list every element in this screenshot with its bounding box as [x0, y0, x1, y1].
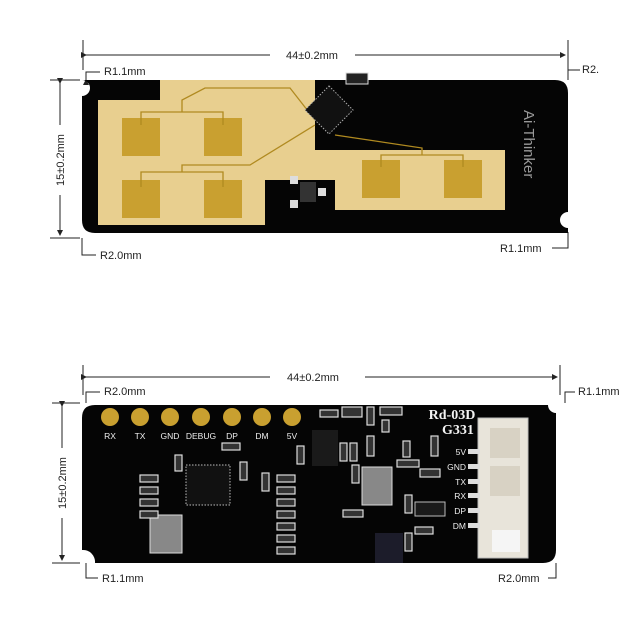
- width-dimension: [81, 365, 561, 395]
- height-dimension: [50, 78, 80, 239]
- bottom-view: 44±0.2mm 15±0.2mm R2.0mm R1.1mm R1.1mm R…: [52, 365, 620, 585]
- radar-ic-chip: [304, 85, 354, 135]
- radius-bottom-right: R2.0mm: [498, 573, 540, 585]
- height-label: 15±0.2mm: [55, 134, 67, 186]
- smd-component: [345, 72, 369, 85]
- transistor-component: [290, 176, 326, 208]
- passive-components: [139, 406, 441, 555]
- width-label: 44±0.2mm: [287, 372, 339, 384]
- crystal-component: [149, 514, 183, 554]
- pad-label: DEBUG: [186, 431, 216, 441]
- pad-label: GND: [161, 431, 180, 441]
- jst-connector: [468, 417, 529, 559]
- width-dimension: [81, 40, 569, 70]
- mcu-chip: [185, 464, 231, 506]
- top-view: 44±0.2mm 15±0.2mm R1.1mm R2. R2.0mm R1.1…: [50, 40, 599, 262]
- regulator-ic: [312, 430, 338, 466]
- radius-top-left: R1.1mm: [104, 66, 146, 78]
- pad-label: RX: [104, 431, 116, 441]
- pad-label: TX: [135, 431, 146, 441]
- connector-pin-label: DP: [454, 506, 466, 516]
- antenna-feed-lines: [140, 87, 464, 187]
- transistor-component: [414, 501, 446, 517]
- connector-pin-label: DM: [453, 521, 466, 531]
- crystal-component: [361, 466, 393, 506]
- pad-label: DM: [255, 431, 268, 441]
- height-label: 15±0.2mm: [57, 457, 69, 509]
- connector-pin-label: RX: [454, 491, 466, 501]
- connector-pin-labels: 5V GND TX RX DP DM: [447, 447, 466, 531]
- radius-bottom-left: R1.1mm: [102, 573, 144, 585]
- connector-pin-label: TX: [455, 477, 466, 487]
- height-dimension: [52, 401, 80, 564]
- antenna-patches: [122, 118, 482, 218]
- test-pads: [101, 408, 301, 426]
- radius-top-right: R1.1mm: [578, 386, 620, 398]
- brand-logo: Ai-Thinker: [520, 110, 537, 178]
- connector-pin-label: 5V: [456, 447, 467, 457]
- width-label: 44±0.2mm: [286, 50, 338, 62]
- pad-label: DP: [226, 431, 238, 441]
- ic-component: [375, 533, 403, 563]
- code-label: G331: [442, 423, 474, 438]
- radius-top-right: R2.: [582, 64, 599, 76]
- pad-label: 5V: [287, 431, 298, 441]
- radius-bottom-left: R2.0mm: [100, 250, 142, 262]
- radius-top-left: R2.0mm: [104, 386, 146, 398]
- connector-pin-label: GND: [447, 462, 466, 472]
- pad-labels: RX TX GND DEBUG DP DM 5V: [104, 431, 297, 441]
- radius-bottom-right: R1.1mm: [500, 243, 542, 255]
- antenna-copper-area: [98, 80, 505, 225]
- model-label: Rd-03D: [429, 408, 476, 423]
